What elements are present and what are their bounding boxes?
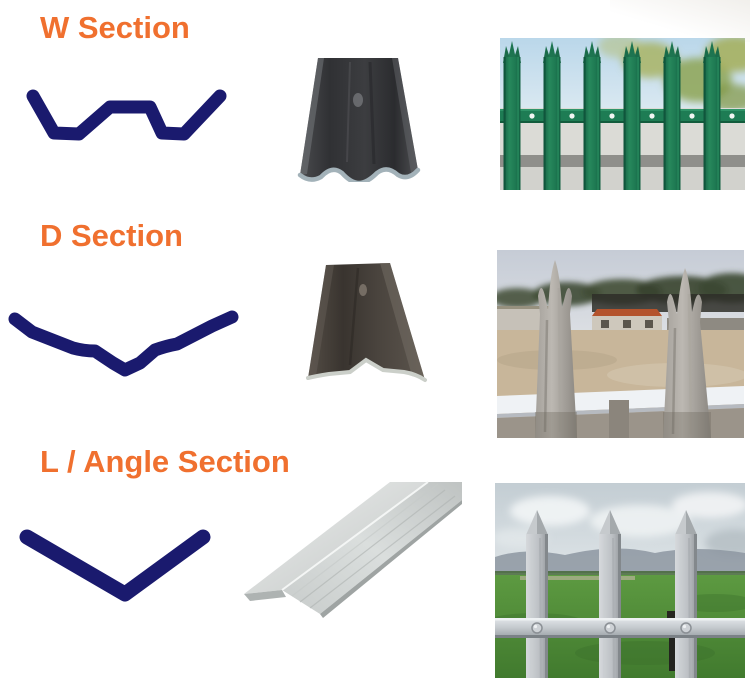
fence-rail [500,109,745,123]
rail-bolts [529,113,735,119]
w-section-fence-photo [500,38,745,190]
w-pale-rim [297,167,421,182]
fence-rail [495,618,745,638]
angle-cut-end [244,590,286,601]
section-heading-w: W Section [40,10,190,45]
angle-bar-photo [244,481,462,618]
section-heading-d: D Section [40,218,183,253]
background-wash [610,0,750,42]
background-pale [609,400,629,438]
w-pale-body [300,58,418,182]
galvanized-pale-right [663,268,711,438]
d-section-fence-photo [497,250,744,438]
w-section-profile-icon [26,89,227,141]
section-heading-angle: L / Angle Section [40,444,290,479]
post-below-rail [669,638,680,671]
angle-section-profile-icon [19,529,211,602]
post-cap [667,611,681,619]
rail-bolts [531,622,692,634]
d-section-pale-photo [306,263,427,382]
angle-section-fence-photo [495,483,745,678]
w-section-pale-photo [297,58,421,182]
d-pale-rim [306,357,427,382]
angle-top-flange [244,482,428,594]
d-section-profile-icon [8,310,239,377]
d-pale-body [308,263,425,380]
